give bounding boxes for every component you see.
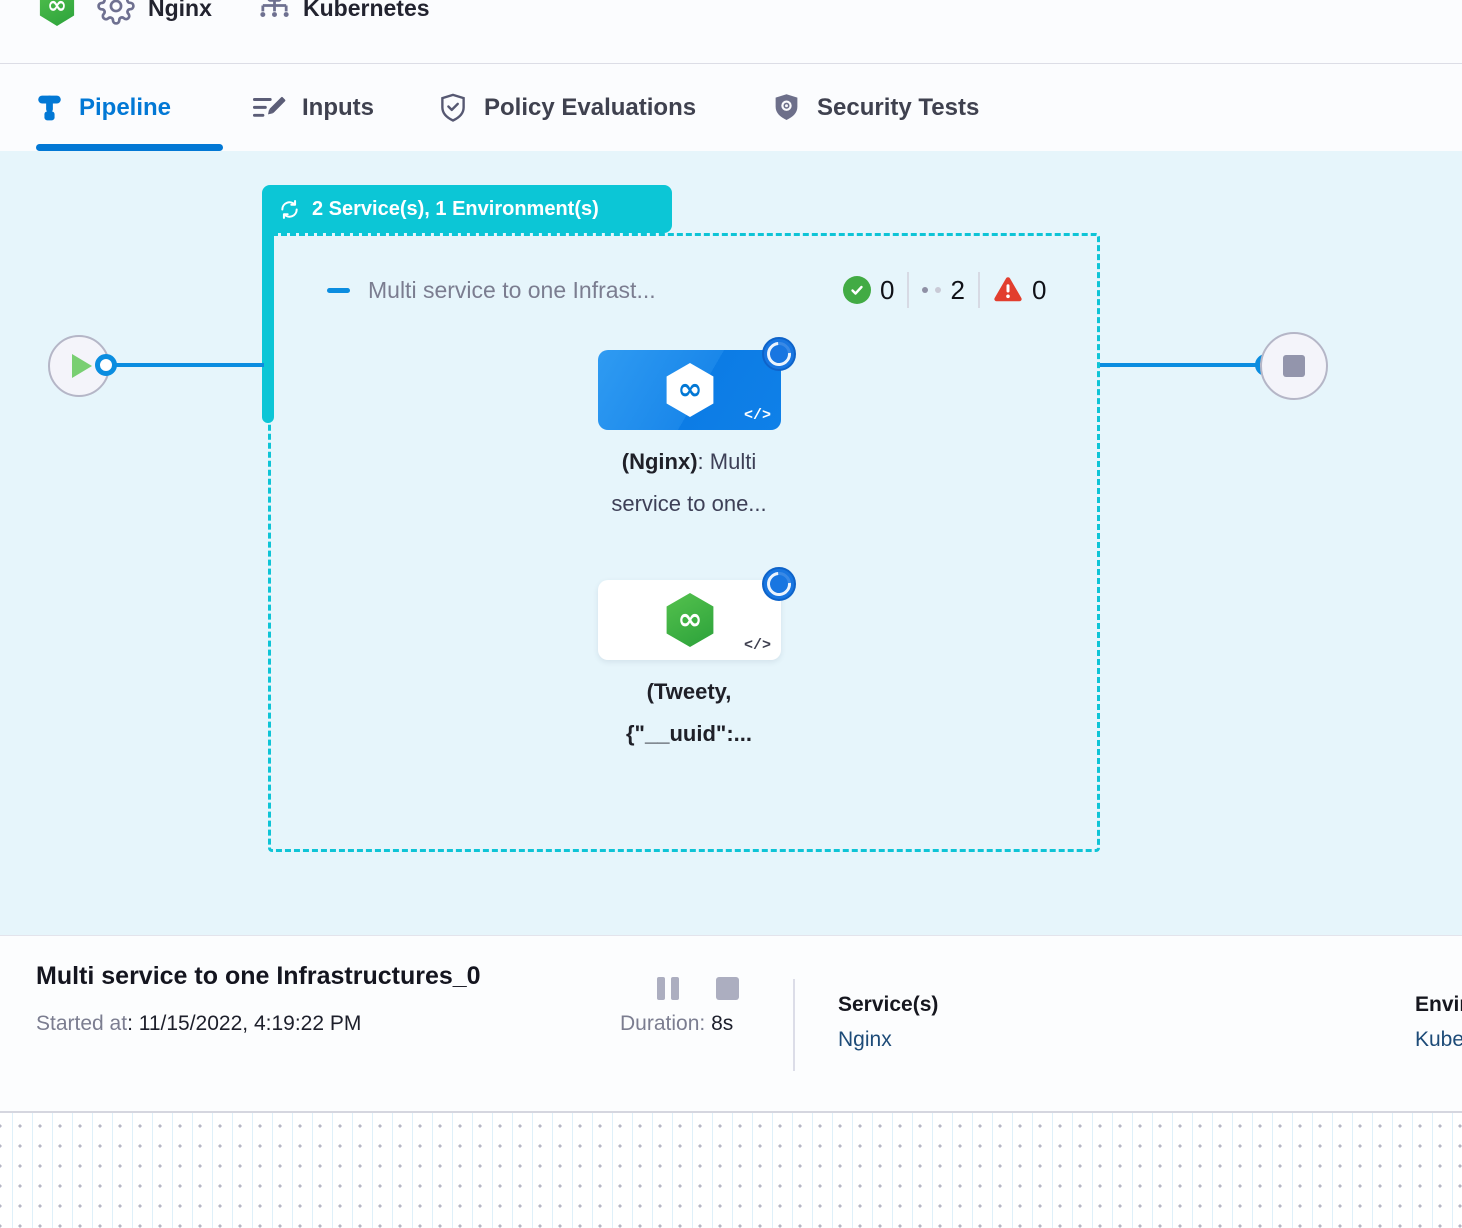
stage-node-label-nginx: (Nginx): Multi service to one... bbox=[611, 449, 767, 516]
divider bbox=[907, 272, 910, 308]
execution-summary-bar: Multi service to one Infrastructures_0 S… bbox=[0, 935, 1462, 1113]
tab-label: Pipeline bbox=[79, 93, 172, 121]
tab-inputs[interactable]: Inputs bbox=[252, 64, 374, 151]
success-count-icon bbox=[843, 276, 871, 304]
code-icon: </> bbox=[743, 407, 771, 424]
connector-line bbox=[1100, 363, 1266, 367]
kubernetes-environment-icon bbox=[260, 0, 289, 18]
stage-group-box bbox=[268, 233, 1100, 852]
header-environment-name[interactable]: Kubernetes bbox=[303, 0, 430, 21]
started-at: Started at: 11/15/2022, 4:19:22 PM bbox=[36, 1012, 362, 1035]
execution-header: ∞ Nginx Kubernetes bbox=[0, 0, 1462, 64]
success-count: 0 bbox=[880, 274, 895, 305]
tab-pipeline[interactable]: Pipeline bbox=[36, 64, 223, 151]
pipeline-canvas: 2 Service(s), 1 Environment(s) Multi ser… bbox=[0, 151, 1462, 935]
connector-line bbox=[106, 363, 264, 367]
shield-check-icon bbox=[441, 93, 465, 122]
connector-dot bbox=[95, 354, 117, 376]
stage-status-counts: 0 2 0 bbox=[843, 272, 1046, 308]
tab-label: Policy Evaluations bbox=[484, 93, 697, 121]
pause-button[interactable] bbox=[657, 977, 679, 1000]
failed-count: 0 bbox=[1031, 274, 1047, 305]
header-service-name[interactable]: Nginx bbox=[148, 0, 212, 21]
tab-label: Inputs bbox=[302, 93, 374, 121]
code-icon: </> bbox=[743, 637, 771, 654]
play-icon bbox=[72, 354, 92, 378]
harness-step-icon: ∞ bbox=[666, 363, 714, 417]
failed-count-icon bbox=[993, 276, 1023, 304]
divider bbox=[977, 272, 980, 308]
stage-group-badge[interactable]: 2 Service(s), 1 Environment(s) bbox=[262, 185, 672, 233]
stage-group-badge-label: 2 Service(s), 1 Environment(s) bbox=[312, 197, 599, 220]
running-count: 2 bbox=[950, 274, 965, 305]
canvas-dot-grid bbox=[0, 1113, 1462, 1228]
pipeline-start-node bbox=[48, 335, 110, 397]
shield-scan-icon bbox=[775, 94, 798, 120]
pipeline-icon bbox=[38, 95, 61, 120]
harness-step-icon: ∞ bbox=[666, 593, 714, 647]
divider bbox=[793, 979, 795, 1071]
harness-logo-icon: ∞ bbox=[39, 0, 75, 26]
inputs-icon bbox=[252, 96, 286, 117]
service-link[interactable]: Nginx bbox=[838, 1028, 892, 1051]
stage-node-nginx[interactable]: ∞ </> bbox=[598, 350, 781, 430]
execution-title: Multi service to one Infrastructures_0 bbox=[36, 962, 481, 990]
tab-label: Security Tests bbox=[817, 93, 980, 121]
environment-link[interactable]: Kubernetes bbox=[1415, 1028, 1462, 1051]
running-spinner-icon bbox=[762, 567, 796, 601]
pipeline-end-node bbox=[1260, 332, 1328, 400]
gear-icon bbox=[97, 0, 135, 25]
running-spinner-icon bbox=[762, 337, 796, 371]
loop-icon bbox=[281, 199, 298, 219]
collapse-stage-icon[interactable] bbox=[327, 288, 350, 293]
stop-button[interactable] bbox=[716, 977, 739, 1000]
running-count-icon bbox=[922, 287, 942, 293]
active-tab-underline bbox=[36, 144, 223, 151]
stop-icon bbox=[1283, 355, 1305, 377]
environments-column: Environment(s) Kubernetes bbox=[1415, 993, 1462, 1052]
stage-title: Multi service to one Infrast... bbox=[368, 277, 656, 303]
services-column: Service(s) Nginx bbox=[838, 993, 939, 1051]
duration: Duration: 8s bbox=[620, 1012, 734, 1035]
stage-node-tweety[interactable]: ∞ </> bbox=[598, 580, 781, 660]
execution-tabbar: Pipeline Inputs Policy Evaluations bbox=[0, 64, 1462, 151]
stage-node-label-tweety: (Tweety, {"__uuid":... bbox=[626, 679, 752, 746]
tab-policy-evaluations[interactable]: Policy Evaluations bbox=[438, 64, 696, 151]
tab-security-tests[interactable]: Security Tests bbox=[772, 64, 979, 151]
